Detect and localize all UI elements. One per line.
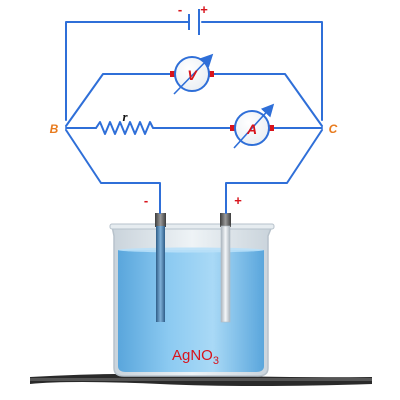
node-b-label: B <box>50 122 59 136</box>
resistor-label: r <box>122 109 128 124</box>
ammeter: A <box>230 103 275 149</box>
battery: - + <box>178 2 208 35</box>
cathode-electrode <box>155 213 166 322</box>
voltmeter: V <box>170 53 214 95</box>
ammeter-label: A <box>246 121 257 137</box>
voltmeter-label: V <box>187 67 198 83</box>
resistor: r <box>95 109 157 135</box>
anode-electrode <box>220 213 231 323</box>
solution-formula-main: AgNO <box>172 347 213 364</box>
solution-label: AgNO3 <box>172 347 219 367</box>
cathode-sign: - <box>144 193 148 208</box>
node-c-label: C <box>329 122 338 136</box>
solution-formula-subscript: 3 <box>213 355 219 367</box>
battery-positive-sign: + <box>200 2 208 17</box>
circuit-wires <box>65 21 323 214</box>
resistor-icon <box>95 121 157 135</box>
battery-negative-sign: - <box>178 2 182 17</box>
bench <box>30 373 372 386</box>
anode-sign: + <box>234 193 242 208</box>
